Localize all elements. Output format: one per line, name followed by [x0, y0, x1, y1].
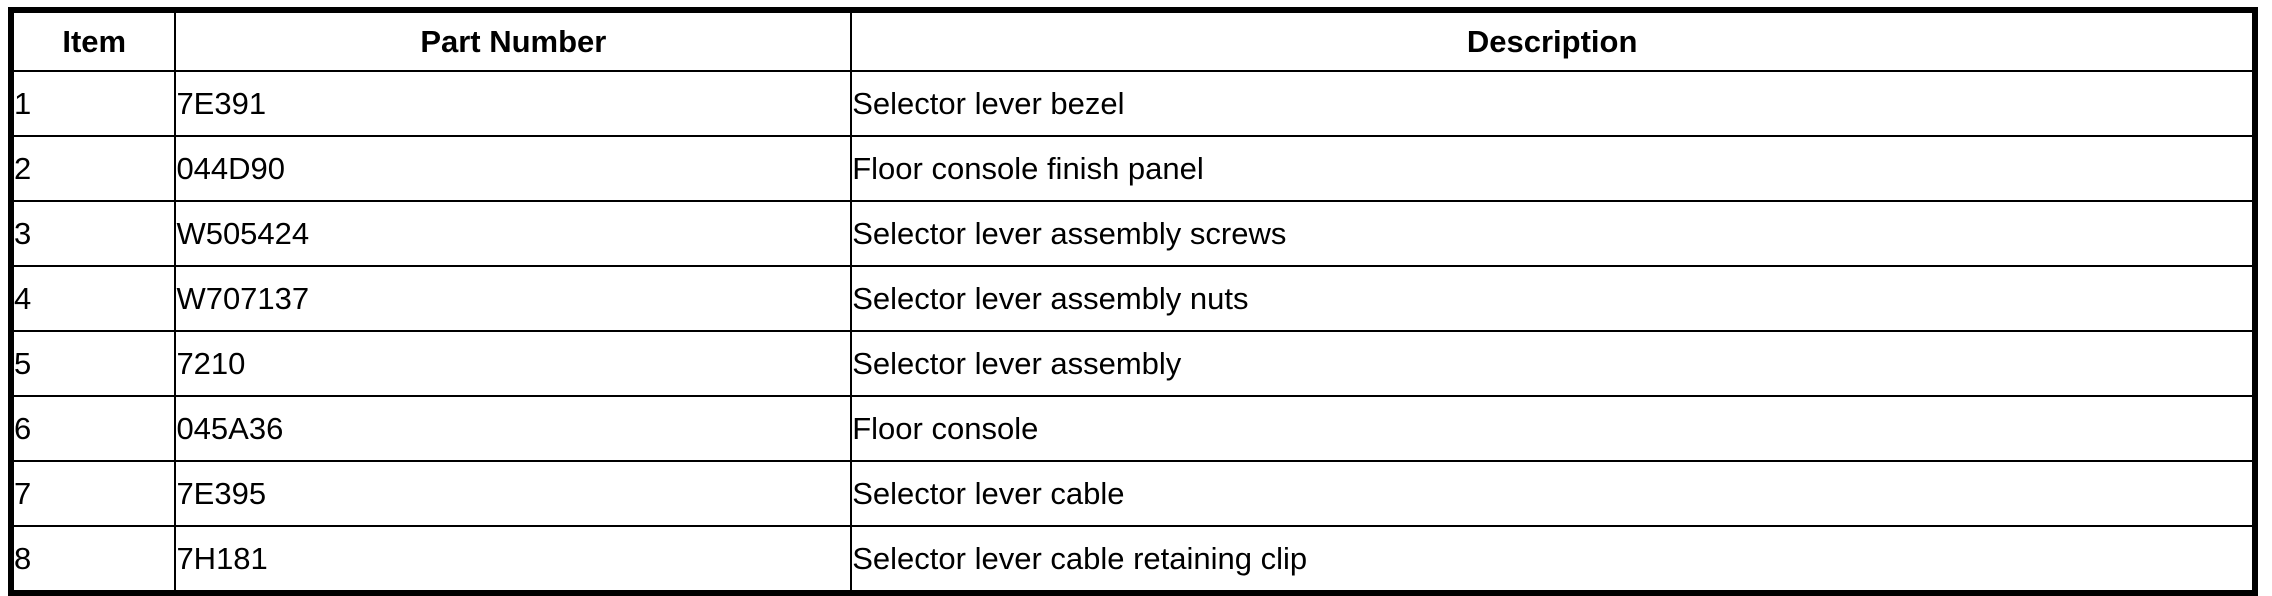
table-body: 1 7E391 Selector lever bezel 2 044D90 Fl…	[9, 70, 2256, 594]
cell-description: Selector lever assembly screws	[850, 200, 2256, 267]
item-value: 6	[14, 411, 32, 446]
item-value: 8	[14, 541, 32, 576]
cell-part-number: 045A36	[174, 395, 853, 462]
cell-part-number: 7210	[174, 330, 853, 397]
column-header-description: Description	[850, 9, 2256, 72]
item-value: 4	[14, 281, 32, 316]
cell-item: 4	[9, 265, 177, 332]
cell-description: Floor console finish panel	[850, 135, 2256, 202]
cell-item: 3	[9, 200, 177, 267]
cell-item: 7	[9, 460, 177, 527]
table-row: 3 W505424 Selector lever assembly screws	[9, 200, 2256, 267]
cell-description: Floor console	[850, 395, 2256, 462]
table-header: Item Part Number Description	[9, 9, 2256, 72]
description-value: Floor console	[852, 411, 1039, 446]
item-value: 2	[14, 151, 32, 186]
description-value: Floor console finish panel	[852, 151, 1204, 186]
cell-part-number: 7E395	[174, 460, 853, 527]
description-value: Selector lever assembly screws	[852, 216, 1287, 251]
table-header-row: Item Part Number Description	[9, 9, 2256, 72]
cell-part-number: 7E391	[174, 70, 853, 137]
table-row: 7 7E395 Selector lever cable	[9, 460, 2256, 527]
part-number-value: W505424	[176, 216, 310, 251]
part-number-value: 7H181	[176, 541, 268, 576]
description-value: Selector lever assembly nuts	[852, 281, 1249, 316]
table-row: 1 7E391 Selector lever bezel	[9, 70, 2256, 137]
table-row: 5 7210 Selector lever assembly	[9, 330, 2256, 397]
cell-description: Selector lever cable retaining clip	[850, 525, 2256, 594]
item-value: 7	[14, 476, 32, 511]
item-value: 5	[14, 346, 32, 381]
description-value: Selector lever cable retaining clip	[852, 541, 1308, 576]
cell-item: 5	[9, 330, 177, 397]
cell-part-number: W707137	[174, 265, 853, 332]
parts-table: Item Part Number Description 1 7E391 Sel…	[8, 7, 2258, 596]
cell-description: Selector lever bezel	[850, 70, 2256, 137]
cell-description: Selector lever cable	[850, 460, 2256, 527]
part-number-value: 045A36	[176, 411, 284, 446]
description-value: Selector lever cable	[852, 476, 1125, 511]
item-value: 3	[14, 216, 32, 251]
cell-item: 6	[9, 395, 177, 462]
item-value: 1	[14, 86, 32, 121]
cell-part-number: 044D90	[174, 135, 853, 202]
cell-item: 2	[9, 135, 177, 202]
column-header-item: Item	[9, 9, 177, 72]
cell-item: 1	[9, 70, 177, 137]
part-number-value: W707137	[176, 281, 310, 316]
description-value: Selector lever bezel	[852, 86, 1125, 121]
description-value: Selector lever assembly	[852, 346, 1182, 381]
cell-part-number: W505424	[174, 200, 853, 267]
table-row: 8 7H181 Selector lever cable retaining c…	[9, 525, 2256, 594]
part-number-value: 7210	[176, 346, 246, 381]
table-row: 6 045A36 Floor console	[9, 395, 2256, 462]
part-number-value: 7E395	[176, 476, 267, 511]
cell-description: Selector lever assembly	[850, 330, 2256, 397]
table-row: 4 W707137 Selector lever assembly nuts	[9, 265, 2256, 332]
cell-part-number: 7H181	[174, 525, 853, 594]
part-number-value: 044D90	[176, 151, 286, 186]
column-header-part-number: Part Number	[174, 9, 853, 72]
cell-description: Selector lever assembly nuts	[850, 265, 2256, 332]
part-number-value: 7E391	[176, 86, 267, 121]
cell-item: 8	[9, 525, 177, 594]
table-row: 2 044D90 Floor console finish panel	[9, 135, 2256, 202]
